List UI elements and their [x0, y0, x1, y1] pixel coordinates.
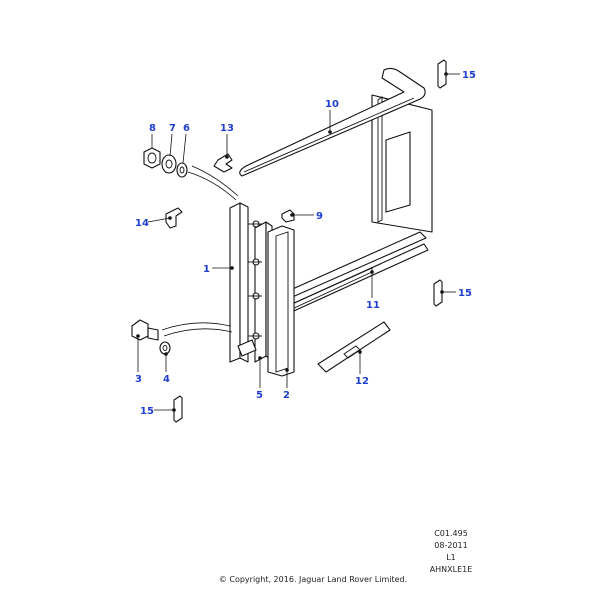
- washer-6: [176, 162, 188, 178]
- screw-3: [131, 319, 159, 341]
- callout-13: 13: [220, 123, 234, 134]
- fixing-path-lower: [161, 322, 231, 331]
- lower-bracket: [237, 339, 257, 357]
- spacer-15-bottom: [173, 395, 183, 423]
- clip-9: [281, 209, 295, 223]
- channel-strip-1: [229, 202, 249, 363]
- fixing-path-lower-2: [163, 328, 233, 337]
- callout-labels: 8 7 6 13 10 15 14 9 1 11 15 3 4 12 5 2 1…: [135, 70, 476, 417]
- callout-11: 11: [366, 300, 380, 311]
- drawing-ref: AHNXLE1E: [430, 565, 473, 574]
- callout-14: 14: [135, 218, 149, 229]
- seal-strip-12-notch: [343, 345, 361, 359]
- drawing-meta: C01.495 08-2011 L1 AHNXLE1E: [430, 529, 473, 574]
- washer-7: [161, 154, 177, 174]
- callout-15-bottom: 15: [140, 406, 154, 417]
- leader-lines: [136, 72, 460, 412]
- clip-13: [213, 153, 233, 173]
- callout-2: 2: [283, 390, 290, 401]
- callout-7: 7: [169, 123, 176, 134]
- drawing-date: 08-2011: [434, 541, 467, 550]
- nut-8: [143, 147, 161, 169]
- callout-15-top: 15: [462, 70, 476, 81]
- callout-4: 4: [163, 374, 170, 385]
- drawing-level: L1: [446, 553, 456, 562]
- copyright-notice: © Copyright, 2016. Jaguar Land Rover Lim…: [219, 575, 407, 584]
- strip-bolts: [248, 220, 262, 340]
- callout-9: 9: [316, 211, 323, 222]
- callout-8: 8: [149, 123, 156, 134]
- callout-3: 3: [135, 374, 142, 385]
- callout-1: 1: [203, 264, 210, 275]
- fixing-path-upper: [187, 171, 237, 201]
- clip-14: [165, 207, 183, 229]
- callout-6: 6: [183, 123, 190, 134]
- washer-4: [159, 341, 171, 355]
- callout-15-right: 15: [458, 288, 472, 299]
- callout-12: 12: [355, 376, 369, 387]
- drawing-code: C01.495: [434, 529, 468, 538]
- spacer-15-right: [433, 279, 443, 307]
- channel-strip-2: [267, 225, 295, 377]
- fixing-path-upper-2: [191, 165, 239, 197]
- callout-5: 5: [256, 390, 263, 401]
- callout-10: 10: [325, 99, 339, 110]
- spacer-15-top: [437, 59, 447, 89]
